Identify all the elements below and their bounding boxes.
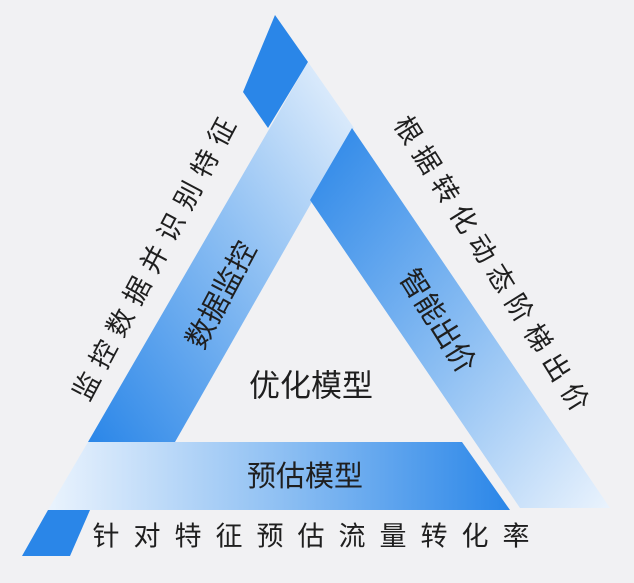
bottom-band-label: 预估模型 [247,459,363,493]
center-label: 优化模型 [249,369,373,405]
bottom-band [48,442,510,510]
bottom-band-tab [22,510,90,556]
right-band [310,128,610,508]
left-band [88,62,354,442]
bottom-side-caption: 针对特征预估流量转化率 [93,522,544,553]
left-band-tab [243,15,308,128]
